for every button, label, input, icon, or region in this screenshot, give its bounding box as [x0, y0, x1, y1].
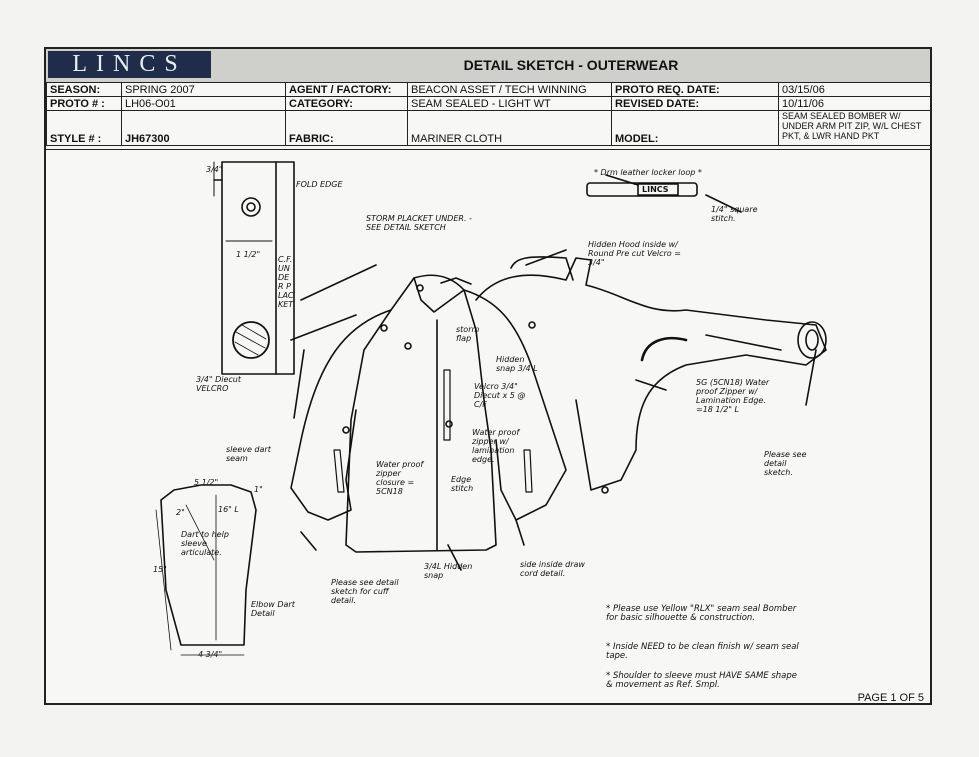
- season-value: SPRING 2007: [121, 82, 286, 97]
- page-number: PAGE 1 OF 5: [857, 692, 924, 704]
- lincs-logo: LINCS: [48, 51, 211, 78]
- right-sleeve-front: [463, 289, 567, 521]
- info-table: SEASON: SPRING 2007 AGENT / FACTORY: BEA…: [46, 82, 931, 146]
- model-value: SEAM SEALED BOMBER W/ UNDER ARM PIT ZIP,…: [778, 110, 931, 146]
- sleeve-dart-seam-note: sleeve dart seam: [226, 445, 271, 463]
- proto-req-label: PROTO REQ. DATE:: [611, 82, 779, 97]
- proto-label: PROTO # :: [46, 96, 122, 111]
- square-stitch-note: 1/4" square stitch.: [711, 205, 758, 223]
- zipper-closure-note: Water proof zipper closure = 5CN18: [376, 460, 424, 496]
- jacket-drawing: [155, 161, 827, 656]
- elbow-dart-note: Elbow Dart Detail: [251, 600, 295, 618]
- dim-side: 15": [153, 565, 167, 574]
- dim-two: 2": [176, 508, 185, 517]
- edge-stitch-note: Edge stitch: [451, 475, 474, 493]
- dim-one: 1": [254, 485, 263, 494]
- sleeve-pattern: [160, 484, 257, 646]
- sheet-title: DETAIL SKETCH - OUTERWEAR: [463, 57, 679, 73]
- jacket-front: [345, 274, 497, 553]
- season-label: SEASON:: [46, 82, 122, 97]
- loop-logo: LINCS: [642, 185, 669, 194]
- placket-width-dim: 1 1/2": [236, 250, 261, 259]
- style-label: STYLE # :: [46, 110, 122, 146]
- agent-value: BEACON ASSET / TECH WINNING: [407, 82, 612, 97]
- hidden-hood-note: Hidden Hood inside w/ Round Pre cut Velc…: [588, 240, 681, 267]
- header-bar: LINCS DETAIL SKETCH - OUTERWEAR: [46, 49, 930, 83]
- left-sleeve: [290, 309, 392, 521]
- revised-label: REVISED DATE:: [611, 96, 779, 111]
- fabric-label: FABRIC:: [285, 110, 408, 146]
- cuff-detail-note: Please see detail sketch for cuff detail…: [331, 578, 399, 605]
- water-proof-zip-note: Water proof zipper w/ lamination edge.: [472, 428, 520, 464]
- construction-note-3: * Shoulder to sleeve must HAVE SAME shap…: [606, 671, 798, 690]
- hidden-snap-note: Hidden snap 3/4 L: [496, 355, 538, 373]
- velcro-circle-note: 3/4" Diecut VELCRO: [196, 375, 242, 393]
- storm-placket-note: STORM PLACKET UNDER. -SEE DETAIL SKETCH: [366, 214, 472, 232]
- proto-req-value: 03/15/06: [778, 82, 931, 97]
- agent-label: AGENT / FACTORY:: [285, 82, 408, 97]
- extended-sleeve: [475, 257, 827, 491]
- fabric-value: MARINER CLOTH: [407, 110, 612, 146]
- dim-bottom: 4 3/4": [198, 650, 223, 659]
- dim-top: 5 1/2": [194, 478, 219, 487]
- please-see-detail-note: Please see detail sketch.: [764, 450, 807, 477]
- width-dim: 3/4": [206, 165, 223, 174]
- under-placket-label: C.F. UNDER PLACKET: [278, 255, 294, 309]
- sketch-area: FOLD EDGE STORM PLACKET UNDER. -SEE DETA…: [46, 149, 930, 706]
- proto-value: LH06-O01: [121, 96, 286, 111]
- detail-sketch-sheet: LINCS DETAIL SKETCH - OUTERWEAR SEASON: …: [44, 47, 932, 705]
- side-draw-cord-note: side inside draw cord detail.: [520, 560, 585, 578]
- velcro-cf-note: Velcro 3/4" Diecut x 5 @ C/F: [474, 382, 526, 409]
- model-label: MODEL:: [611, 110, 779, 146]
- leather-loop-note: * Drm leather locker loop *: [594, 168, 702, 177]
- hidden-snap-bottom-note: 3/4L Hidden snap: [424, 562, 473, 580]
- revised-value: 10/11/06: [778, 96, 931, 111]
- dart-note: Dart to help sleeve articulate.: [181, 530, 229, 557]
- placket-outline: [221, 161, 295, 375]
- fold-edge-note: FOLD EDGE: [296, 180, 343, 189]
- category-value: SEAM SEALED - LIGHT WT: [407, 96, 612, 111]
- style-value: JH67300: [121, 110, 286, 146]
- dim-length: 16" L: [218, 505, 239, 514]
- construction-note-1: * Please use Yellow "RLX" seam seal Bomb…: [606, 604, 797, 623]
- category-label: CATEGORY:: [285, 96, 408, 111]
- storm-flap-note: storm flap: [456, 325, 480, 343]
- underarm-zip-note: 5G (5CN18) Water proof Zipper w/ Laminat…: [696, 378, 770, 414]
- construction-note-2: * Inside NEED to be clean finish w/ seam…: [606, 642, 799, 661]
